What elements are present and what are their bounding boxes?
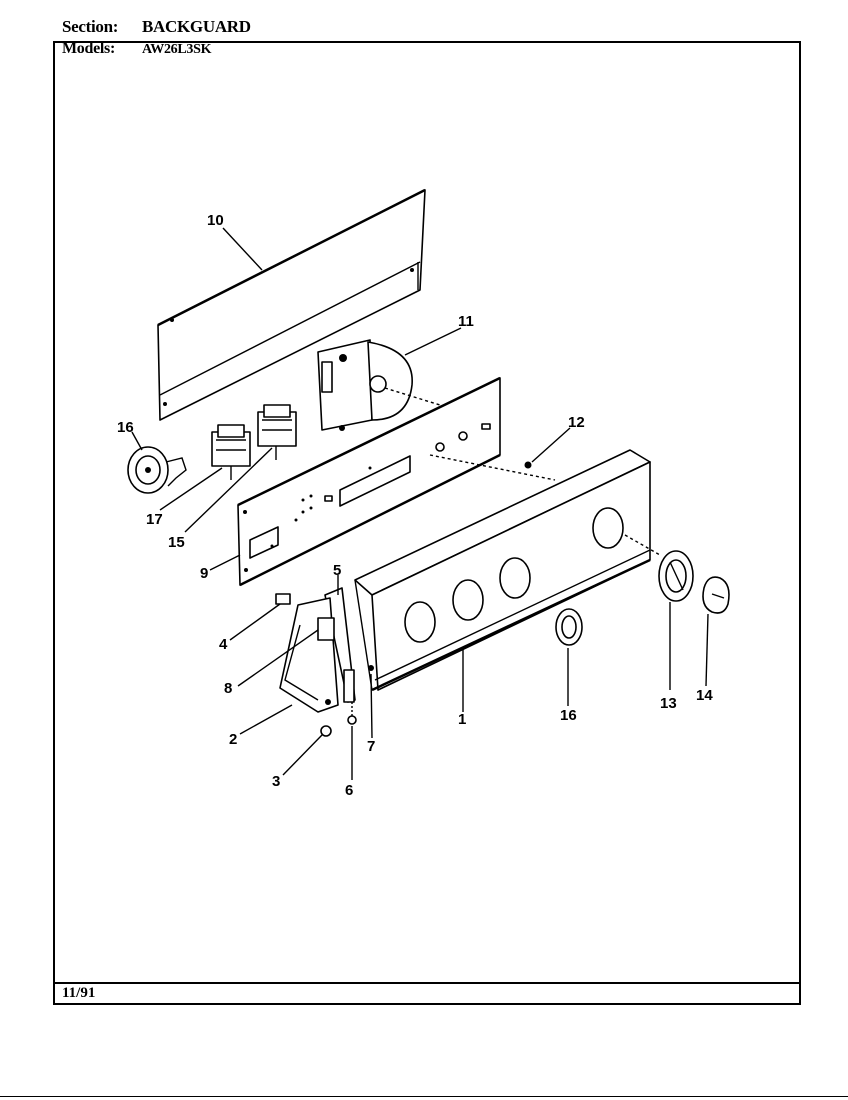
callout-6: 6 — [345, 782, 353, 799]
part-10-rear-panel — [157, 188, 426, 421]
part-2-mounting-bracket — [279, 597, 339, 713]
callout-16-right: 16 — [560, 707, 577, 724]
part-11-timer — [317, 339, 441, 431]
part-5-bracket — [324, 587, 356, 703]
part-1-console-housing — [354, 449, 661, 692]
part-6-screw — [347, 702, 357, 725]
part-16-knob — [555, 608, 583, 646]
page-bottom-line — [0, 1096, 848, 1097]
callout-9: 9 — [200, 565, 208, 582]
part-4-clip — [275, 593, 291, 605]
section-value: BACKGUARD — [142, 17, 251, 36]
models-value: AW26L3SK — [142, 42, 212, 57]
callout-10: 10 — [207, 212, 224, 229]
callout-4: 4 — [219, 636, 228, 653]
part-16-rotary-switch — [127, 446, 187, 494]
callout-5: 5 — [333, 562, 341, 579]
callout-3: 3 — [272, 773, 280, 790]
part-3-screw — [320, 725, 332, 737]
part-13-knob-skirt — [658, 550, 694, 602]
part-7-screw — [368, 665, 374, 671]
footer-divider — [53, 982, 801, 984]
part-15-switch — [257, 404, 297, 460]
part-14-knob — [702, 576, 730, 614]
part-12-screw — [524, 461, 532, 469]
callout-7: 7 — [367, 738, 375, 755]
callout-14: 14 — [696, 687, 713, 704]
leader-lines — [131, 227, 709, 780]
part-9-control-panel — [237, 376, 501, 587]
callout-8: 8 — [224, 680, 232, 697]
part-17-switch — [211, 424, 251, 480]
callout-15: 15 — [168, 534, 185, 551]
callout-11: 11 — [458, 313, 474, 330]
section-label: Section: — [62, 17, 119, 36]
callout-17: 17 — [146, 511, 163, 528]
diagram-frame — [53, 41, 801, 1005]
revision-date: 11/91 — [62, 985, 96, 1001]
callout-12: 12 — [568, 414, 585, 431]
callout-16-left: 16 — [117, 419, 134, 436]
callout-1: 1 — [458, 711, 466, 728]
models-label: Models: — [62, 40, 116, 57]
callout-2: 2 — [229, 731, 237, 748]
callout-13: 13 — [660, 695, 677, 712]
